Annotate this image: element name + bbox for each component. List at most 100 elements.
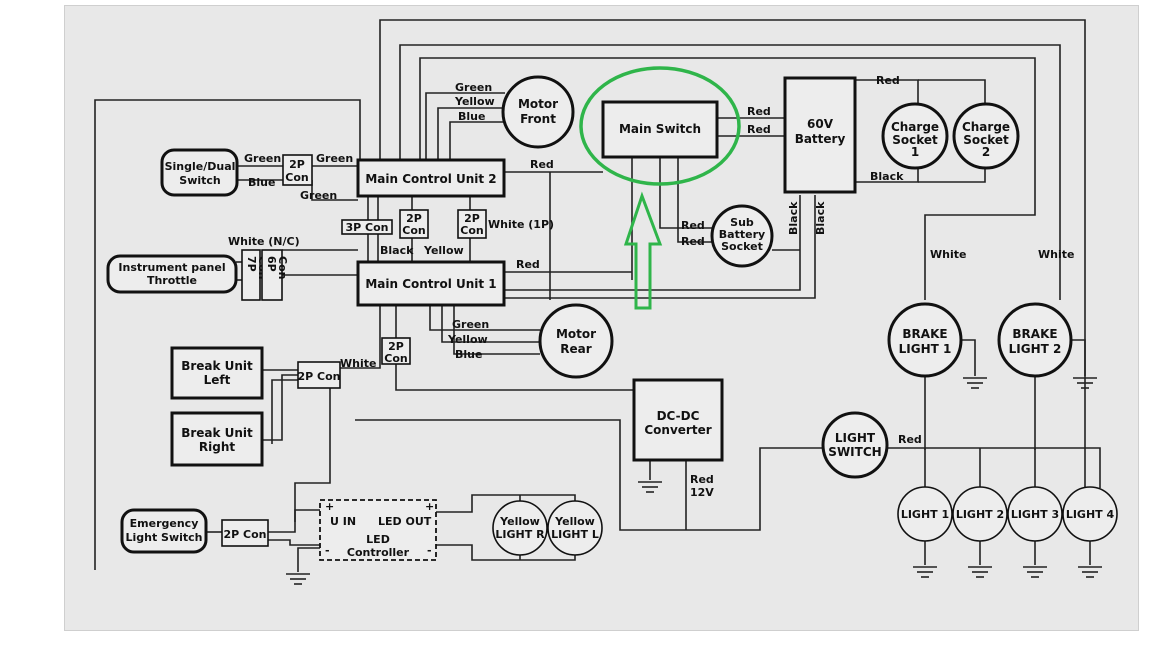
svg-text:LIGHT 2: LIGHT 2	[956, 508, 1004, 521]
svg-text:2P: 2P	[406, 212, 422, 225]
svg-text:BRAKE: BRAKE	[902, 327, 947, 341]
single-dual-switch: Single/Dual Switch	[160, 148, 239, 197]
svg-text:2P: 2P	[388, 340, 404, 353]
dcdc-converter: DC-DC Converter	[632, 378, 724, 462]
svg-text:SWITCH: SWITCH	[828, 445, 881, 459]
svg-text:-: -	[325, 544, 330, 557]
svg-text:Socket: Socket	[963, 133, 1009, 147]
svg-text:U IN: U IN	[330, 515, 356, 528]
svg-text:Red: Red	[747, 123, 771, 136]
svg-text:White: White	[930, 248, 966, 261]
svg-text:LIGHT 2: LIGHT 2	[1009, 342, 1062, 356]
svg-text:Green: Green	[452, 318, 489, 331]
svg-text:2P: 2P	[289, 158, 305, 171]
svg-text:Front: Front	[520, 112, 556, 126]
svg-text:BRAKE: BRAKE	[1012, 327, 1057, 341]
svg-text:LIGHT: LIGHT	[835, 431, 876, 445]
svg-text:Green: Green	[244, 152, 281, 165]
ground-icon	[913, 566, 937, 578]
svg-text:Charge: Charge	[962, 120, 1010, 134]
svg-text:Socket: Socket	[892, 133, 938, 147]
svg-text:60V: 60V	[807, 117, 834, 131]
svg-text:+: +	[425, 500, 434, 513]
ground-icon	[638, 481, 662, 493]
svg-text:Sub: Sub	[730, 216, 754, 229]
connector-2p-break: 2P Con	[297, 361, 341, 389]
light-1: LIGHT 1	[897, 486, 953, 542]
svg-text:1: 1	[911, 145, 919, 159]
light-switch: LIGHT SWITCH	[821, 411, 889, 479]
svg-text:Black: Black	[380, 244, 414, 257]
connector-2p-right: 2P Con	[457, 209, 487, 239]
svg-text:Green: Green	[316, 152, 353, 165]
motor-front: Motor Front	[501, 75, 575, 149]
svg-text:LIGHT 4: LIGHT 4	[1066, 508, 1115, 521]
svg-text:Yellow: Yellow	[423, 244, 464, 257]
svg-text:Green: Green	[300, 189, 337, 202]
svg-text:Main Switch: Main Switch	[619, 122, 701, 136]
svg-text:Charge: Charge	[891, 120, 939, 134]
ground-symbols	[286, 377, 1102, 585]
connector-6p: 6P Con	[261, 249, 289, 301]
svg-text:Break Unit: Break Unit	[181, 426, 253, 440]
svg-text:12V: 12V	[690, 486, 714, 499]
up-arrow-icon	[623, 191, 663, 310]
svg-text:6P: 6P	[265, 256, 278, 272]
svg-text:Emergency: Emergency	[130, 517, 199, 530]
svg-text:LIGHT R: LIGHT R	[495, 528, 545, 541]
svg-text:Throttle: Throttle	[147, 274, 197, 287]
svg-text:Instrument panel: Instrument panel	[118, 261, 225, 274]
svg-text:Red: Red	[747, 105, 771, 118]
svg-text:Break Unit: Break Unit	[181, 359, 253, 373]
svg-text:Main Control Unit 1: Main Control Unit 1	[365, 277, 496, 291]
svg-text:2P: 2P	[464, 212, 480, 225]
svg-text:Yellow: Yellow	[454, 95, 495, 108]
ground-icon	[286, 573, 310, 585]
light-4: LIGHT 4	[1062, 486, 1118, 542]
svg-text:LIGHT 3: LIGHT 3	[1011, 508, 1059, 521]
svg-text:Blue: Blue	[458, 110, 485, 123]
svg-text:White (N/C): White (N/C)	[228, 235, 300, 248]
ground-icon	[963, 377, 987, 389]
svg-text:Black: Black	[814, 201, 827, 235]
instrument-panel-throttle: Instrument panel Throttle	[106, 254, 238, 294]
svg-text:Battery: Battery	[719, 228, 765, 241]
main-switch-highlight	[579, 66, 741, 310]
light-3: LIGHT 3	[1007, 486, 1063, 542]
svg-text:Blue: Blue	[455, 348, 482, 361]
main-control-unit-1: Main Control Unit 1	[356, 260, 506, 307]
svg-text:Yellow: Yellow	[447, 333, 488, 346]
svg-text:LED: LED	[366, 533, 390, 546]
charge-socket-2: Charge Socket 2	[952, 102, 1020, 170]
svg-text:2: 2	[982, 145, 990, 159]
led-controller: U IN LED OUT LED Controller + + - -	[319, 499, 437, 561]
charge-socket-1: Charge Socket 1	[881, 102, 949, 170]
svg-text:Red: Red	[530, 158, 554, 171]
svg-text:LED OUT: LED OUT	[378, 515, 432, 528]
svg-text:Rear: Rear	[560, 342, 591, 356]
svg-text:7P: 7P	[245, 256, 258, 272]
brake-light-2: BRAKE LIGHT 2	[997, 302, 1073, 378]
main-control-unit-2: Main Control Unit 2	[356, 158, 506, 198]
svg-text:Main Control Unit 2: Main Control Unit 2	[365, 172, 496, 186]
svg-text:Switch: Switch	[179, 174, 220, 187]
ground-icon	[1073, 377, 1097, 389]
light-2: LIGHT 2	[952, 486, 1008, 542]
svg-text:Motor: Motor	[518, 97, 558, 111]
svg-text:Black: Black	[870, 170, 904, 183]
svg-text:Red: Red	[516, 258, 540, 271]
svg-text:3P Con: 3P Con	[345, 221, 388, 234]
svg-text:Red: Red	[876, 74, 900, 87]
connector-2p-top: 2P Con	[282, 154, 313, 186]
svg-text:Converter: Converter	[644, 423, 711, 437]
svg-text:Red: Red	[690, 473, 714, 486]
svg-text:-: -	[427, 544, 432, 557]
svg-text:White: White	[1038, 248, 1074, 261]
battery-60v: 60V Battery	[783, 76, 857, 194]
svg-text:Con: Con	[460, 224, 483, 237]
svg-text:Controller: Controller	[347, 546, 410, 559]
svg-text:Socket: Socket	[721, 240, 763, 253]
break-unit-right: Break Unit Right	[170, 411, 264, 467]
